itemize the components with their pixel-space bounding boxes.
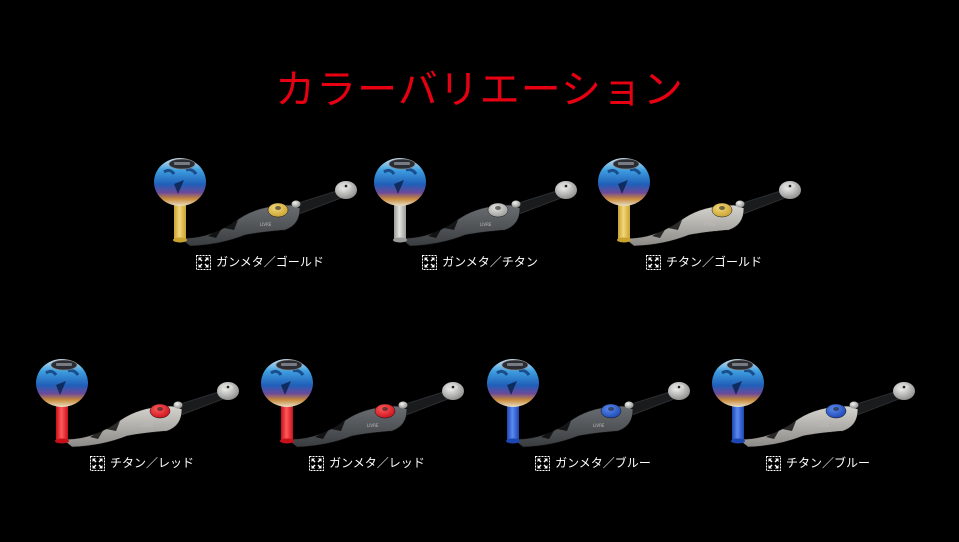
expand-icon[interactable]: [422, 254, 438, 270]
svg-text:LIVRE: LIVRE: [704, 222, 716, 227]
expand-icon[interactable]: [535, 455, 551, 471]
variant-card[interactable]: LIVRE ガンメタ／チタン: [370, 150, 590, 280]
variant-card[interactable]: LIVRE ガンメタ／ブルー: [483, 351, 703, 481]
expand-icon[interactable]: [765, 455, 781, 471]
variant-caption: ガンメタ／チタン: [370, 254, 590, 270]
svg-text:LIVRE: LIVRE: [818, 423, 830, 428]
expand-icon[interactable]: [196, 254, 212, 270]
variant-label: チタン／レッド: [109, 456, 194, 470]
expand-icon[interactable]: [309, 455, 325, 471]
variant-caption: ガンメタ／ゴールド: [150, 254, 370, 270]
variant-label: ガンメタ／チタン: [442, 255, 538, 269]
svg-text:LIVRE: LIVRE: [480, 222, 492, 227]
svg-text:LIVRE: LIVRE: [367, 423, 379, 428]
reel-handle-image[interactable]: LIVRE: [150, 150, 370, 250]
variant-card[interactable]: LIVRE ガンメタ／レッド: [257, 351, 477, 481]
reel-handle-image[interactable]: LIVRE: [257, 351, 477, 451]
variant-label: チタン／ゴールド: [665, 255, 762, 269]
variant-label: チタン／ブルー: [785, 456, 870, 470]
variant-caption: チタン／ゴールド: [594, 254, 814, 270]
variant-card[interactable]: LIVRE チタン／ゴールド: [594, 150, 814, 280]
variant-label: ガンメタ／ブルー: [555, 456, 651, 470]
variant-caption: ガンメタ／ブルー: [483, 455, 703, 471]
variant-caption: チタン／レッド: [32, 455, 252, 471]
reel-handle-image[interactable]: LIVRE: [32, 351, 252, 451]
svg-text:LIVRE: LIVRE: [593, 423, 605, 428]
expand-icon[interactable]: [89, 455, 105, 471]
variant-card[interactable]: LIVRE チタン／レッド: [32, 351, 252, 481]
reel-handle-image[interactable]: LIVRE: [483, 351, 703, 451]
variant-card[interactable]: LIVRE チタン／ブルー: [708, 351, 928, 481]
variant-caption: ガンメタ／レッド: [257, 455, 477, 471]
variant-caption: チタン／ブルー: [708, 455, 928, 471]
expand-icon[interactable]: [645, 254, 661, 270]
variant-label: ガンメタ／レッド: [329, 456, 425, 470]
variant-card[interactable]: LIVRE ガンメタ／ゴールド: [150, 150, 370, 280]
svg-text:LIVRE: LIVRE: [142, 423, 154, 428]
reel-handle-image[interactable]: LIVRE: [594, 150, 814, 250]
reel-handle-image[interactable]: LIVRE: [708, 351, 928, 451]
reel-handle-image[interactable]: LIVRE: [370, 150, 590, 250]
svg-text:LIVRE: LIVRE: [260, 222, 272, 227]
variant-label: ガンメタ／ゴールド: [216, 255, 324, 269]
page-title: カラーバリエーション: [275, 67, 684, 113]
